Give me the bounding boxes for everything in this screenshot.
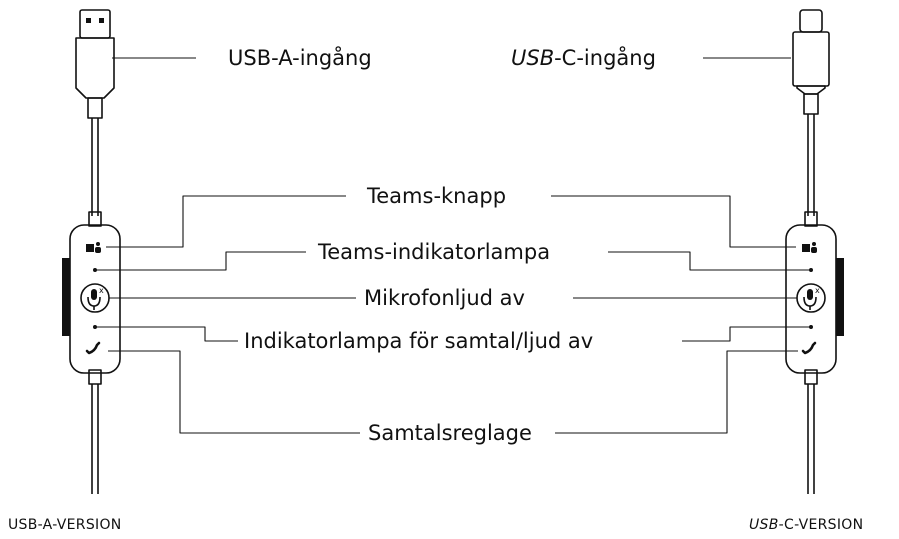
call-indicator-label: Indikatorlampa för samtal/ljud av [238, 331, 600, 352]
usb-c-cable [804, 114, 818, 494]
usb-c-input-label-rest: -C-ingång [554, 46, 656, 70]
usb-c-input-label: USB-C-ingång [505, 48, 662, 69]
call-control-label: Samtalsreglage [362, 423, 538, 444]
usb-a-cable [88, 118, 102, 494]
usb-a-input-label: USB-A-ingång [222, 48, 378, 69]
usb-c-version-label: USB-C-VERSION [749, 518, 863, 532]
teams-indicator-label: Teams-indikatorlampa [312, 242, 557, 263]
svg-text:x: x [99, 286, 104, 295]
usb-a-version-label: USB-A-VERSION [8, 517, 122, 533]
phone-icon [85, 341, 101, 355]
usb-c-connector [792, 9, 830, 115]
leader-lines [95, 57, 811, 434]
usb-a-inline-control: x [62, 224, 121, 374]
usb-c-version-label-italic: USB [749, 517, 779, 533]
usb-c-inline-control: x [785, 224, 844, 374]
usb-c-version-label-rest: -C-VERSION [778, 517, 864, 533]
mic-mute-icon: x [80, 283, 110, 313]
mic-mute-icon: x [796, 283, 826, 313]
teams-icon [86, 242, 101, 253]
phone-icon [801, 341, 817, 355]
teams-button-label: Teams-knapp [361, 186, 513, 207]
teams-icon [802, 242, 817, 253]
svg-text:x: x [815, 286, 820, 295]
usb-c-input-label-italic: USB [511, 46, 555, 70]
usb-a-connector [75, 9, 115, 119]
mic-mute-label: Mikrofonljud av [358, 288, 531, 309]
